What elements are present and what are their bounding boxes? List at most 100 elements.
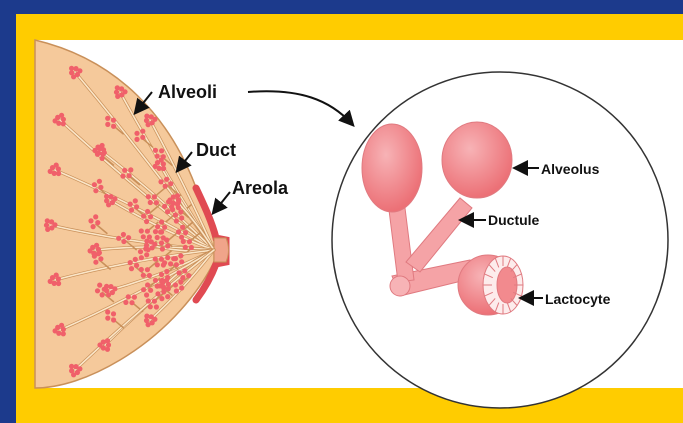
- alveolus-dot: [132, 295, 137, 300]
- alveolus-dot: [182, 268, 187, 273]
- alveolus-dot: [159, 278, 164, 283]
- alveolus-dot: [123, 300, 128, 305]
- alveolus-dot: [162, 260, 167, 265]
- alveolus-dot: [139, 228, 144, 233]
- alveolus-dot: [111, 311, 116, 316]
- alveolus-dot: [134, 137, 139, 142]
- alveolus-dot: [154, 200, 159, 205]
- alveolus-dot: [102, 287, 107, 292]
- alveolus-dot: [187, 239, 192, 244]
- alveolus-dot: [138, 249, 143, 254]
- alveolus-dot: [183, 230, 188, 235]
- alveolus-dot: [152, 194, 157, 199]
- alveolus-dot: [159, 240, 164, 245]
- alveolus-dot: [105, 116, 110, 121]
- alveolus-dot: [133, 257, 138, 262]
- alveolus-dot: [161, 235, 166, 240]
- alveolus-dot: [147, 273, 152, 278]
- alveolus-dot: [53, 118, 58, 123]
- alveolus-dot: [183, 245, 188, 250]
- alveolus-dot: [98, 185, 103, 190]
- alveolus-dot: [176, 270, 181, 275]
- alveolus-dot: [159, 229, 164, 234]
- alveolus-dot: [174, 288, 179, 293]
- label-areola: Areola: [232, 178, 289, 198]
- alveolus-dot: [144, 252, 149, 257]
- alveolus-dot: [144, 219, 149, 224]
- alveolus-dot: [166, 282, 171, 287]
- alveolus-dot: [128, 260, 133, 265]
- magnified-circle: [332, 72, 668, 408]
- alveolus-dot: [100, 152, 105, 157]
- alveolus-dot: [93, 214, 98, 219]
- alveolus-dot: [122, 168, 127, 173]
- alveolus-dot: [95, 220, 100, 225]
- alveolus-dot: [155, 284, 160, 289]
- alveolus-dot: [69, 66, 74, 71]
- alveolus-dot: [168, 181, 173, 186]
- alveolus-dot: [153, 278, 158, 283]
- alveolus-dot: [170, 207, 175, 212]
- alveolus-dot: [144, 114, 149, 119]
- alveolus-dot: [146, 247, 151, 252]
- alveolus-dot: [139, 255, 144, 260]
- alveolus-dot: [159, 219, 164, 224]
- alveolus-dot: [100, 292, 105, 297]
- alveolus-dot: [144, 239, 149, 244]
- alveolus-dot: [174, 218, 179, 223]
- alveolus-dot: [145, 267, 150, 272]
- alveolus-dot: [105, 309, 110, 314]
- alveolus-dot: [146, 122, 151, 127]
- alveolus-dot: [148, 304, 153, 309]
- alveolus-dot: [165, 243, 170, 248]
- alveolus-dot: [159, 272, 164, 277]
- alveolus-dot: [164, 177, 169, 182]
- alveolus-dot: [133, 198, 138, 203]
- alveolus-dot: [181, 239, 186, 244]
- alveolus-dot: [145, 229, 150, 234]
- alveolus-dot: [189, 245, 194, 250]
- alveolus-dot: [127, 173, 132, 178]
- alveolus-dot: [161, 289, 166, 294]
- alveolus-dot: [171, 256, 176, 261]
- alveolus-dot: [179, 215, 184, 220]
- alveolus-dot: [173, 212, 178, 217]
- alveolus-dot: [140, 135, 145, 140]
- label-alveoli: Alveoli: [158, 82, 217, 102]
- alveolus-dot: [134, 204, 139, 209]
- alveolus-dot: [160, 246, 165, 251]
- label-lactocyte: Lactocyte: [545, 291, 611, 307]
- alveolus-dot: [159, 148, 164, 153]
- alveolus-dot: [152, 299, 157, 304]
- alveolus-dot: [88, 218, 93, 223]
- alveolus-dot: [148, 288, 153, 293]
- alveolus-dot: [129, 208, 134, 213]
- alveolus-dot: [155, 262, 160, 267]
- alveolus-dot: [104, 194, 109, 199]
- alveolus-dot: [111, 317, 116, 322]
- alveolus-dot: [141, 287, 146, 292]
- alveolus-dot: [155, 224, 160, 229]
- alveolus-dot: [121, 239, 126, 244]
- alveolus-dot: [141, 234, 146, 239]
- alveolus-dot: [162, 204, 167, 209]
- alveolus-dot: [162, 225, 167, 230]
- alveolus-dot: [179, 259, 184, 264]
- alveolus-dot: [54, 163, 59, 168]
- alveolus-dot: [61, 121, 66, 126]
- alveolus-dot: [164, 269, 169, 274]
- alveolus-dot: [153, 256, 158, 261]
- alveolus-dot: [97, 283, 102, 288]
- ductule-end: [390, 276, 410, 296]
- alveolus-dot: [179, 285, 184, 290]
- alveolus-dot: [153, 229, 158, 234]
- alveolus-dot: [126, 294, 131, 299]
- alveolus-dot: [134, 131, 139, 136]
- alveolus-dot: [69, 364, 74, 369]
- alveolus-dot: [105, 338, 110, 343]
- alveolus-dot: [159, 158, 164, 163]
- alveolus-dot: [121, 232, 126, 237]
- alveolus-dot: [52, 222, 57, 227]
- alveolus-dot: [100, 156, 105, 161]
- alveolus-dot: [106, 342, 111, 347]
